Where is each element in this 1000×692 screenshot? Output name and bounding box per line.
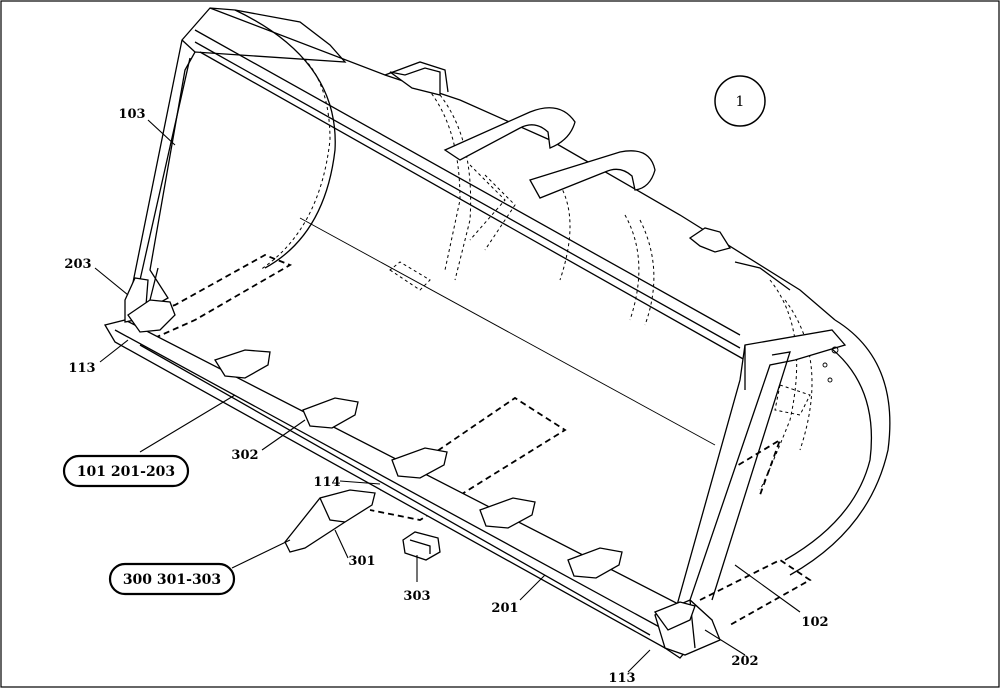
- callout-113-left: 113: [68, 361, 95, 376]
- group-label-edge: 101 201-203: [77, 464, 175, 480]
- callout-302: 302: [231, 448, 258, 463]
- group-label-box-edge: [62, 454, 190, 488]
- view-number: 1: [736, 94, 745, 110]
- group-label-box-tooth: [108, 562, 236, 596]
- callout-203: 203: [64, 257, 91, 272]
- view-number-circle: [714, 75, 766, 127]
- callout-113-bottom: 113: [608, 671, 635, 686]
- callout-114: 114: [313, 475, 340, 490]
- callout-303: 303: [403, 589, 430, 604]
- exploded-tooth-parts: [284, 489, 441, 561]
- teeth-adapters: [127, 299, 696, 631]
- callout-301: 301: [348, 554, 375, 569]
- callout-103: 103: [118, 107, 145, 122]
- callout-201: 201: [491, 601, 518, 616]
- callout-202: 202: [731, 654, 758, 669]
- group-label-tooth: 300 301-303: [123, 572, 221, 588]
- callout-102: 102: [801, 615, 828, 630]
- leader-lines: [94, 119, 801, 673]
- tooth-301-shape: [284, 489, 376, 553]
- retainer-303-shape: [402, 531, 441, 561]
- bucket-body: [103, 7, 891, 659]
